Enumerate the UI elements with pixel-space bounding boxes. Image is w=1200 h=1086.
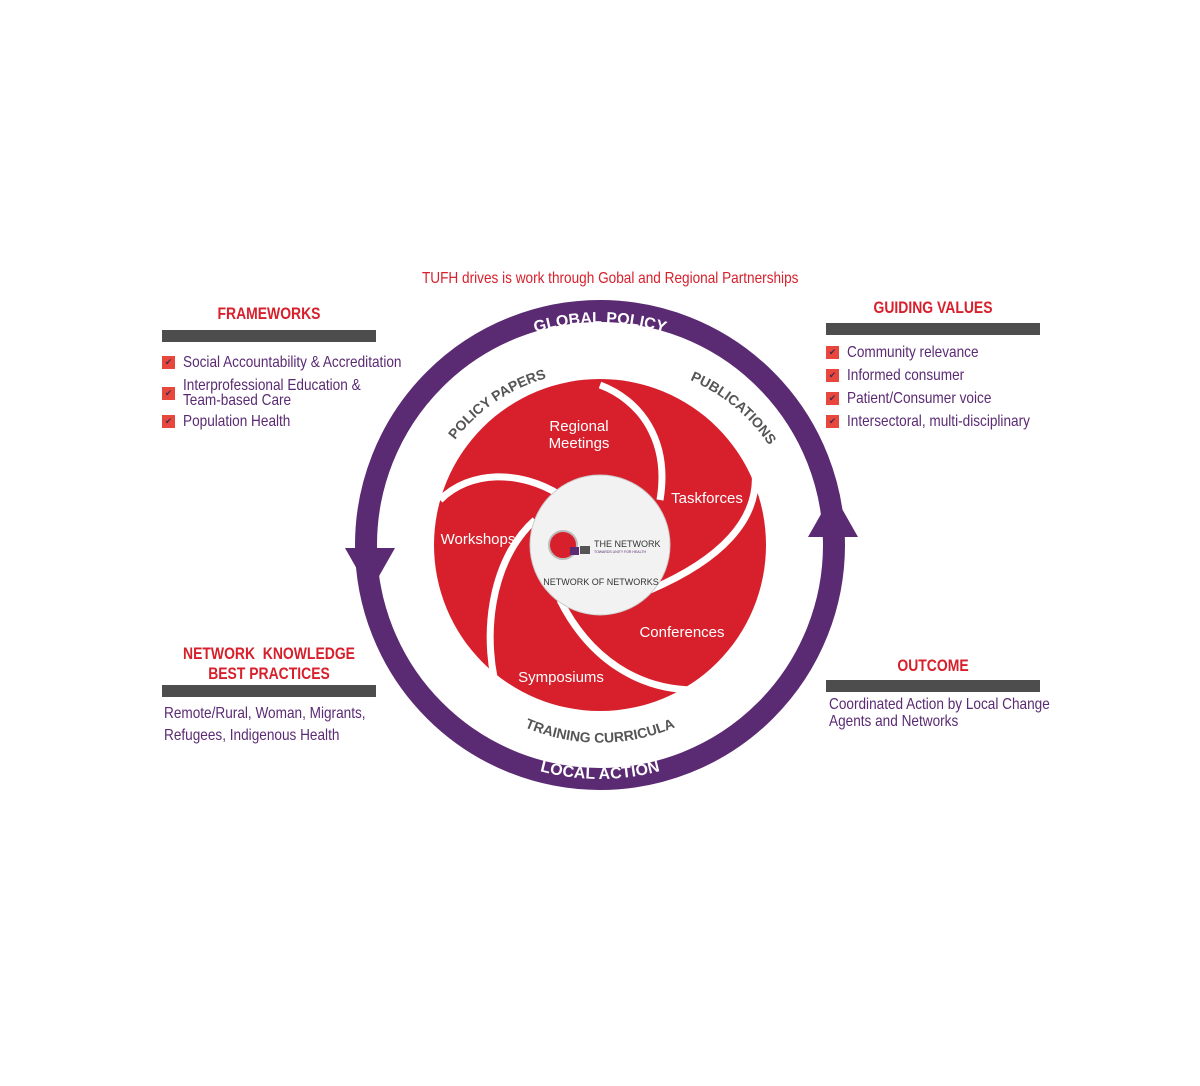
list-item: ✔Population Health xyxy=(162,414,376,430)
list-item: ✔Interprofessional Education &Team-based… xyxy=(162,378,376,409)
segment-meetings: Meetings xyxy=(549,435,610,452)
segment-symposiums: Symposiums xyxy=(518,669,604,686)
frameworks-title: FRAMEWORKS xyxy=(217,304,321,323)
arc-label-training: TRAINING CURRICULA xyxy=(523,715,676,746)
guiding-values-bar xyxy=(826,323,1040,335)
knowledge-bar xyxy=(162,685,376,697)
logo-subtitle: TOWARDS UNITY FOR HEALTH xyxy=(594,550,646,554)
checkbox-icon: ✔ xyxy=(162,415,175,428)
list-item: ✔Patient/Consumer voice xyxy=(826,391,1040,407)
tagline: TUFH drives is work through Gobal and Re… xyxy=(422,270,799,287)
logo-block-purple xyxy=(570,547,579,555)
list-item: ✔Intersectoral, multi-disciplinary xyxy=(826,414,1040,430)
guiding-values-panel: GUIDING VALUES ✔Community relevance ✔Inf… xyxy=(826,298,1040,437)
center-circle xyxy=(529,474,671,616)
outer-ring xyxy=(355,300,845,790)
arrow-up-icon xyxy=(808,493,858,537)
checkbox-icon: ✔ xyxy=(162,386,175,400)
outcome-line: Coordinated Action by Local Change xyxy=(829,696,1050,713)
outcome-panel: OUTCOME Coordinated Action by Local Chan… xyxy=(826,656,1050,730)
logo-block-gray xyxy=(580,546,590,554)
list-item: ✔Informed consumer xyxy=(826,368,1040,384)
segment-regional: Regional xyxy=(549,418,608,435)
swirl-dividers xyxy=(437,381,759,702)
segment-taskforces: Taskforces xyxy=(671,490,743,507)
logo-title: THE NETWORK xyxy=(594,539,661,549)
checkbox-icon: ✔ xyxy=(826,369,839,382)
checkbox-icon: ✔ xyxy=(162,356,175,369)
knowledge-title-1: NETWORK KNOWLEDGE xyxy=(183,644,355,663)
list-item: ✔Social Accountability & Accreditation xyxy=(162,355,401,371)
knowledge-line: Remote/Rural, Woman, Migrants, xyxy=(164,705,366,722)
segment-workshops: Workshops xyxy=(441,531,516,548)
center-label: NETWORK OF NETWORKS xyxy=(543,577,659,587)
guiding-values-title: GUIDING VALUES xyxy=(873,298,993,317)
list-item: ✔Community relevance xyxy=(826,345,1040,361)
outcome-title: OUTCOME xyxy=(897,656,969,675)
outcome-bar xyxy=(826,680,1040,692)
knowledge-title-2: BEST PRACTICES xyxy=(208,664,330,683)
segment-conferences: Conferences xyxy=(639,624,724,641)
svg-text:TRAINING CURRICULA: TRAINING CURRICULA xyxy=(523,715,676,746)
outcome-line: Agents and Networks xyxy=(829,713,959,730)
checkbox-icon: ✔ xyxy=(826,415,839,428)
knowledge-panel: NETWORK KNOWLEDGE BEST PRACTICES Remote/… xyxy=(162,644,376,747)
checkbox-icon: ✔ xyxy=(826,346,839,359)
frameworks-bar xyxy=(162,330,376,342)
frameworks-panel: FRAMEWORKS ✔Social Accountability & Accr… xyxy=(162,304,401,437)
knowledge-line: Refugees, Indigenous Health xyxy=(164,727,340,744)
checkbox-icon: ✔ xyxy=(826,392,839,405)
arrow-down-icon xyxy=(345,548,395,592)
